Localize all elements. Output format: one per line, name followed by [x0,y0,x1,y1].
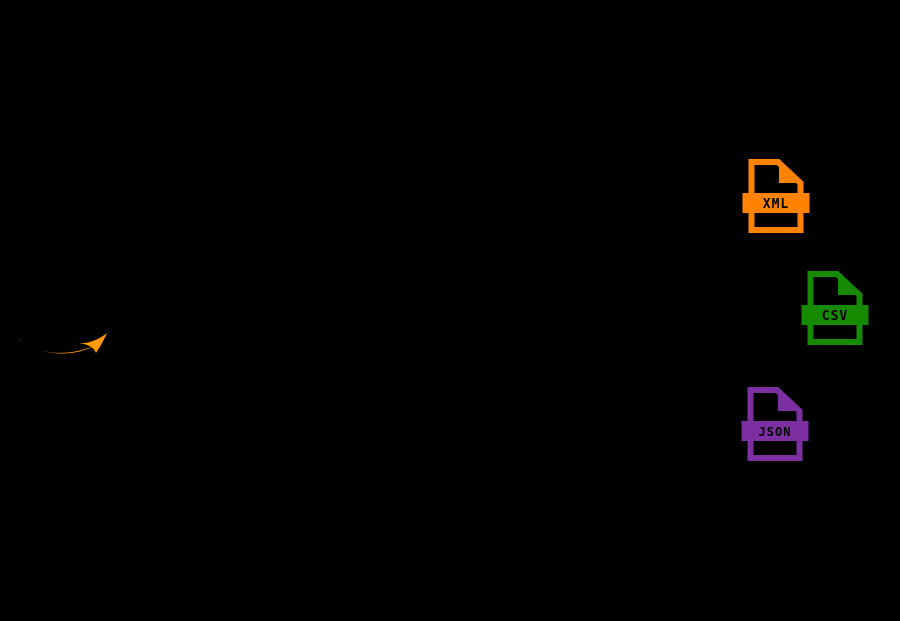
csv-file-icon: CSV [801,271,869,345]
json-file-icon: JSON [741,387,809,461]
xml-file-icon: XML [742,159,810,233]
csv-file-glyph: CSV [801,271,869,345]
file-type-label: JSON [759,425,792,439]
amazon-smile-logo [16,331,108,360]
label-band [741,421,809,441]
folded-corner-icon [779,159,804,183]
folded-corner-icon [838,271,863,295]
xml-file-glyph: XML [742,159,810,233]
label-band [801,305,869,325]
file-type-label: CSV [822,309,848,324]
json-file-glyph: JSON [741,387,809,461]
label-band [742,193,810,213]
smile-arrowhead-icon [78,333,107,353]
amazon-smile-icon [17,333,107,354]
file-type-label: XML [763,197,789,212]
folded-corner-icon [778,387,803,411]
smile-swoosh [17,337,94,354]
